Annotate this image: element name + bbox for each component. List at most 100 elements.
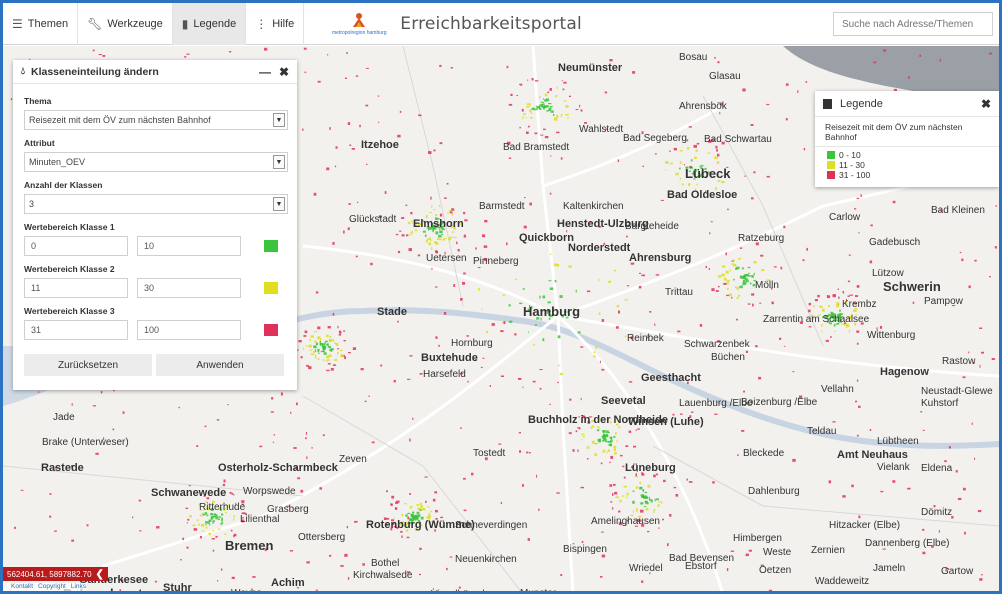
range-1-color-swatch[interactable] bbox=[264, 240, 278, 252]
map-label-seevetal: Seevetal bbox=[601, 395, 646, 407]
accessibility-cell bbox=[833, 315, 835, 318]
accessibility-cell bbox=[882, 548, 886, 550]
accessibility-cell bbox=[431, 223, 434, 225]
range-2-from-input[interactable] bbox=[24, 278, 128, 298]
accessibility-cell bbox=[870, 224, 873, 227]
accessibility-cell bbox=[422, 220, 425, 223]
minimize-icon[interactable]: — bbox=[258, 64, 271, 79]
map-label-grasberg: Grasberg bbox=[267, 504, 309, 515]
legend-swatch bbox=[827, 151, 835, 159]
accessibility-cell bbox=[206, 507, 209, 510]
range-2-color-swatch[interactable] bbox=[264, 282, 278, 294]
accessibility-cell bbox=[471, 472, 474, 476]
map-label-boizenburg: Boizenburg /Elbe bbox=[741, 397, 818, 408]
accessibility-cell bbox=[230, 529, 233, 532]
accessibility-cell bbox=[693, 178, 696, 180]
accessibility-cell bbox=[391, 522, 395, 526]
accessibility-cell bbox=[202, 513, 206, 516]
accessibility-cell bbox=[329, 335, 332, 338]
accessibility-cell bbox=[847, 295, 850, 297]
accessibility-cell bbox=[378, 121, 380, 123]
reset-button[interactable]: Zurücksetzen bbox=[24, 354, 152, 376]
accessibility-cell bbox=[324, 342, 326, 345]
accessibility-cell bbox=[602, 436, 606, 440]
map-label-brake: Brake (Unterweser) bbox=[42, 437, 129, 448]
accessibility-cell bbox=[355, 255, 358, 258]
accessibility-cell bbox=[407, 378, 411, 380]
accessibility-cell bbox=[426, 226, 428, 229]
theme-select[interactable]: Reisezeit mit dem ÖV zum nächsten Bahnho… bbox=[24, 110, 288, 130]
range-2-to-input[interactable] bbox=[137, 278, 241, 298]
map-label-delmenhorst: Delmenhorst bbox=[63, 586, 143, 594]
map-label-neumuenster: Neumünster bbox=[558, 62, 623, 74]
nav-tools-button[interactable]: 🔧︎ Werkzeuge bbox=[78, 3, 173, 45]
close-icon[interactable]: ✖ bbox=[278, 64, 289, 79]
accessibility-cell bbox=[428, 512, 431, 516]
footer-link-links[interactable]: Links bbox=[70, 583, 87, 590]
accessibility-cell bbox=[828, 314, 832, 316]
accessibility-cell bbox=[662, 518, 664, 521]
nav-legend-button[interactable]: ▮ Legende bbox=[172, 3, 247, 45]
accessibility-cell bbox=[460, 372, 464, 375]
accessibility-cell bbox=[431, 520, 434, 523]
accessibility-cell bbox=[587, 458, 589, 460]
legend-header[interactable]: Legende ✖ bbox=[815, 91, 999, 117]
accessibility-cell bbox=[856, 285, 860, 288]
nav-help-button[interactable]: ⋮ Hilfe bbox=[246, 3, 305, 45]
accessibility-cell bbox=[563, 81, 567, 84]
accessibility-cell bbox=[202, 525, 204, 528]
accessibility-cell bbox=[549, 310, 551, 312]
accessibility-cell bbox=[435, 336, 438, 339]
legend-item: 11 - 30 bbox=[827, 160, 999, 170]
range-3-from-input[interactable] bbox=[24, 320, 128, 340]
map-label-plön: Glasau bbox=[709, 71, 741, 82]
accessibility-cell bbox=[690, 159, 693, 162]
accessibility-cell bbox=[635, 486, 639, 489]
accessibility-cell bbox=[681, 183, 684, 186]
accessibility-cell bbox=[549, 314, 553, 318]
accessibility-cell bbox=[434, 491, 438, 494]
accessibility-cell bbox=[466, 335, 469, 337]
accessibility-cell bbox=[502, 294, 506, 296]
accessibility-cell bbox=[186, 53, 190, 55]
accessibility-cell bbox=[679, 167, 681, 170]
accessibility-cell bbox=[696, 142, 700, 145]
accessibility-cell bbox=[483, 245, 488, 248]
accessibility-cell bbox=[663, 479, 666, 483]
accessibility-cell bbox=[543, 128, 546, 130]
chevron-left-icon[interactable]: ❮ bbox=[95, 568, 104, 580]
footer-link-copyright[interactable]: Copyright bbox=[38, 583, 66, 590]
accessibility-cell bbox=[439, 64, 442, 67]
accessibility-cell bbox=[833, 317, 836, 320]
accessibility-cell bbox=[439, 142, 443, 145]
accessibility-cell bbox=[330, 349, 333, 352]
accessibility-cell bbox=[559, 295, 563, 298]
accessibility-cell bbox=[419, 373, 423, 375]
range-3-color-swatch[interactable] bbox=[264, 324, 278, 336]
accessibility-cell bbox=[753, 272, 755, 276]
accessibility-cell bbox=[547, 311, 551, 312]
class-count-select[interactable]: 3 ▼ bbox=[24, 194, 288, 214]
accessibility-cell bbox=[974, 259, 977, 262]
apply-button[interactable]: Anwenden bbox=[156, 354, 284, 376]
range-1-to-input[interactable] bbox=[137, 236, 241, 256]
accessibility-cell bbox=[693, 171, 696, 174]
accessibility-cell bbox=[319, 342, 323, 345]
accessibility-cell bbox=[660, 501, 663, 504]
accessibility-cell bbox=[319, 337, 322, 341]
range-3-to-input[interactable] bbox=[137, 320, 241, 340]
range-1-from-input[interactable] bbox=[24, 236, 128, 256]
accessibility-cell bbox=[695, 188, 697, 191]
attribute-select[interactable]: Minuten_OEV ▼ bbox=[24, 152, 288, 172]
search-input[interactable] bbox=[833, 12, 993, 36]
accessibility-cell bbox=[396, 500, 400, 503]
close-icon[interactable]: ✖ bbox=[980, 96, 991, 111]
footer-link-contact[interactable]: Kontakt bbox=[11, 583, 34, 590]
map-label-visselhoevede: Visselhövede bbox=[431, 589, 490, 591]
nav-themes-button[interactable]: ☰ Themen bbox=[3, 3, 79, 45]
map-label-lützow: Lützow bbox=[872, 268, 904, 279]
accessibility-cell bbox=[346, 526, 348, 529]
accessibility-cell bbox=[700, 167, 703, 169]
accessibility-cell bbox=[92, 49, 95, 52]
panel-header[interactable]: 💧︎ Klasseneinteilung ändern — ✖ bbox=[13, 60, 297, 84]
